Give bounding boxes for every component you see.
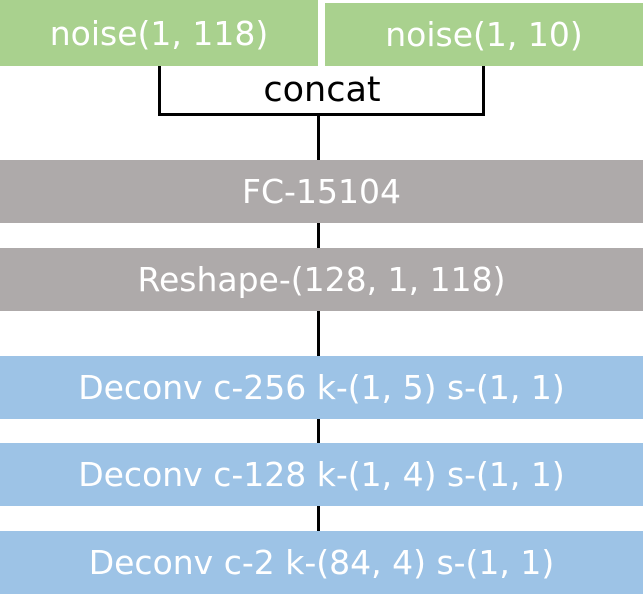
input-noise-label-b: noise(1, 10) bbox=[385, 15, 583, 54]
concat-right-leg bbox=[482, 66, 485, 116]
deconv-layer-label-1: Deconv c-256 k-(1, 5) s-(1, 1) bbox=[78, 368, 565, 407]
deconv-layer-label-2: Deconv c-128 k-(1, 4) s-(1, 1) bbox=[78, 455, 565, 494]
deconv-layer-block-3: Deconv c-2 k-(84, 4) s-(1, 1) bbox=[0, 531, 643, 594]
main-spine-connector bbox=[317, 114, 320, 534]
deconv-layer-label-3: Deconv c-2 k-(84, 4) s-(1, 1) bbox=[88, 543, 555, 582]
input-noise-block-b: noise(1, 10) bbox=[325, 3, 643, 66]
reshape-layer-label: Reshape-(128, 1, 118) bbox=[137, 260, 506, 299]
concat-bracket-bottom bbox=[158, 113, 485, 116]
deconv-layer-block-1: Deconv c-256 k-(1, 5) s-(1, 1) bbox=[0, 356, 643, 419]
deconv-layer-block-2: Deconv c-128 k-(1, 4) s-(1, 1) bbox=[0, 443, 643, 506]
fc-layer-label: FC-15104 bbox=[242, 172, 401, 211]
concat-label: concat bbox=[263, 70, 381, 110]
fc-layer-block: FC-15104 bbox=[0, 160, 643, 223]
input-noise-label-a: noise(1, 118) bbox=[49, 13, 269, 53]
input-noise-block-a: noise(1, 118) bbox=[0, 0, 318, 66]
reshape-layer-block: Reshape-(128, 1, 118) bbox=[0, 248, 643, 311]
concat-left-leg bbox=[158, 66, 161, 116]
